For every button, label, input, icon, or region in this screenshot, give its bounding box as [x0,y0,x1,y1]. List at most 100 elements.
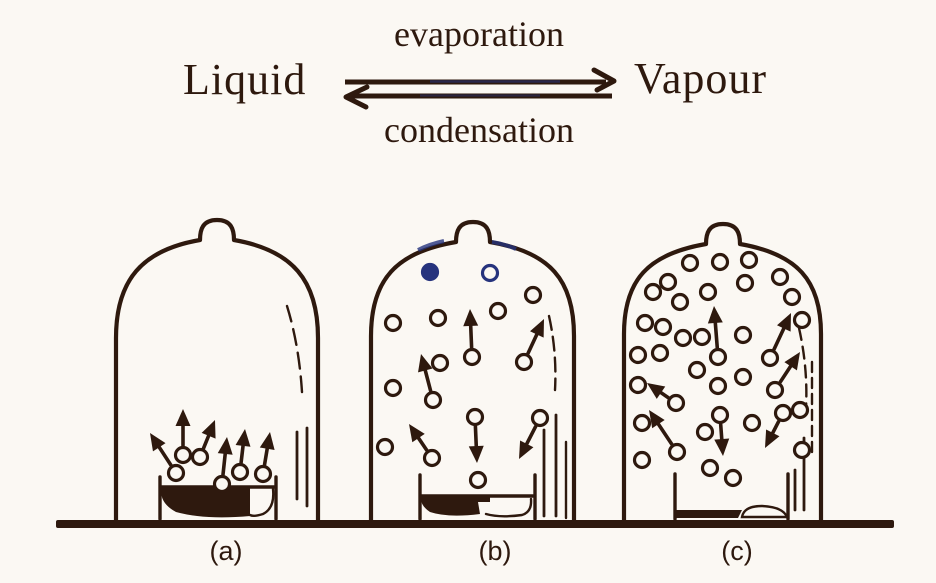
jar-b-molecules [375,262,550,490]
motion-arrow-head-icon [259,432,275,451]
molecule [468,470,488,490]
jar-a-reflection [285,304,304,394]
motion-arrow-head-icon [150,433,166,452]
molecule [692,327,712,347]
molecule [687,360,707,380]
jar-b-outline [368,219,577,525]
reverse-arrow-head-icon [343,84,370,110]
molecule [708,376,728,396]
molecule [708,347,728,367]
molecule [488,301,508,321]
motion-arrow-head-icon [649,410,665,429]
jar-c-outline [621,221,824,525]
jar-c-molecules [628,250,812,488]
jar-label-a: (a) [209,536,243,566]
molecule [695,422,715,442]
jar-b-reflection [547,314,557,392]
molecule [514,352,534,372]
bell-jar-b [368,219,577,525]
molecule [423,390,443,410]
molecule [480,263,500,283]
molecule [673,328,693,348]
molecule [422,448,442,468]
molecule [666,393,686,413]
molecule [653,317,673,337]
molecule [790,400,810,420]
molecule [782,287,802,307]
motion-arrow-head-icon [784,352,800,371]
molecule [383,378,403,398]
dish-highlight [484,497,533,518]
molecule [190,447,210,467]
molecule [723,468,743,488]
jar-a-dish [158,475,278,521]
motion-arrow-head-icon [175,409,191,426]
molecule [773,403,793,423]
molecule [462,347,482,367]
jar-b-liquid [421,496,490,516]
left-term: Liquid [183,55,307,104]
motion-arrow-head-icon [418,354,433,373]
molecule [770,267,790,287]
molecule [420,262,440,282]
right-term: Vapour [634,54,768,103]
jar-b-dish [418,473,537,521]
forward-arrow-head-icon [591,67,617,93]
jar-a-molecules [150,409,275,494]
molecule [670,292,690,312]
jar-label-b: (b) [478,536,512,566]
ink-smudge [491,240,517,251]
molecule [632,450,652,470]
molecule [667,442,687,462]
molecule [530,408,550,428]
motion-arrow-head-icon [468,445,484,463]
jar-a-outline [113,217,321,525]
molecule [733,325,753,345]
molecule [742,413,762,433]
equilibrium-arrows-icon [343,67,617,110]
molecule [375,437,395,457]
motion-arrow-head-icon [217,437,233,455]
motion-arrow-head-icon [707,306,723,324]
jar-c-dish [673,472,790,521]
motion-arrow-head-icon [519,440,534,459]
jar-c-reflection [797,326,808,410]
molecule [428,308,448,328]
jar-label-c: (c) [721,536,753,566]
molecule [643,282,663,302]
motion-arrow-head-icon [777,313,791,332]
molecule [710,252,730,272]
molecule [635,313,655,333]
molecule [700,458,720,478]
forward-process-label: evaporation [394,14,564,54]
molecule [523,285,543,305]
molecule [632,413,652,433]
molecule [430,353,450,373]
jar-a-liquid [161,487,250,518]
molecule [166,463,186,483]
molecule [739,250,759,270]
molecule [253,464,273,484]
molecule [658,272,678,292]
molecule [212,474,232,494]
molecule [628,375,648,395]
molecule [698,282,718,302]
molecule [710,405,730,425]
motion-arrow-head-icon [530,319,544,338]
molecule [628,345,648,365]
dish-highlight [248,487,275,517]
empty-puddle-outline [740,504,789,519]
motion-arrow-head-icon [235,429,251,447]
molecule [765,380,785,400]
molecule [760,348,780,368]
motion-arrow-head-icon [463,309,479,327]
motion-arrow-head-icon [714,438,730,456]
motion-arrow-head-icon [647,383,666,399]
molecule [680,253,700,273]
molecule [383,313,403,333]
molecule [792,310,812,330]
molecule [173,445,193,465]
molecule [792,440,812,460]
